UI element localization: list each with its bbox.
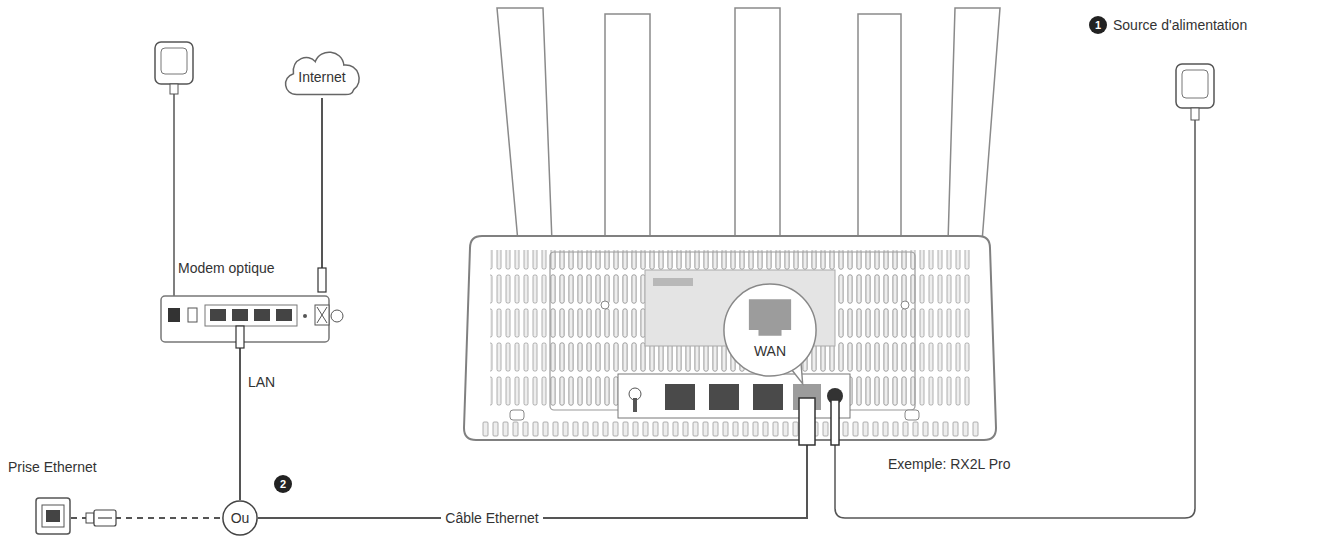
lan-port xyxy=(709,384,739,410)
lan-port xyxy=(753,384,783,410)
plug-tip xyxy=(86,513,94,523)
ethernet-cable xyxy=(321,98,323,290)
antenna xyxy=(605,14,650,242)
socket-inner xyxy=(42,505,64,527)
node-label: Exemple: RX2L Pro xyxy=(888,456,1010,473)
node-label: WAN xyxy=(754,343,786,360)
lan-port xyxy=(276,309,292,321)
foot xyxy=(510,410,524,420)
socket-plug xyxy=(86,510,116,526)
foot xyxy=(905,410,919,420)
modem-body xyxy=(161,296,329,342)
lan-port-frame xyxy=(205,305,297,326)
cable-label: Câble Ethernet xyxy=(441,510,542,527)
plug-latch xyxy=(98,517,112,518)
callout-number: 2 xyxy=(280,478,286,491)
fibre-port xyxy=(315,305,329,325)
fibre-port-cross xyxy=(317,307,327,323)
bubble-outline xyxy=(724,284,816,376)
lan-plug xyxy=(236,326,244,348)
node-label: Internet xyxy=(298,69,345,86)
cloud-outline xyxy=(286,52,360,94)
node-label: Modem optique xyxy=(178,260,275,277)
cable-label: LAN xyxy=(244,374,279,391)
antenna xyxy=(735,8,780,242)
screw xyxy=(601,301,609,309)
screw xyxy=(901,301,909,309)
ethernet-cable xyxy=(239,348,241,500)
router-body xyxy=(464,236,996,440)
wan-bubble-shape xyxy=(722,282,818,378)
wan-bubble: WAN xyxy=(722,282,818,378)
socket-port xyxy=(46,510,60,522)
node-label: Prise Ethernet xyxy=(8,459,97,476)
socket-plate xyxy=(36,498,70,534)
socket-drawing xyxy=(35,497,71,535)
antenna xyxy=(858,14,901,242)
status-dot xyxy=(303,314,307,318)
modem-drawing xyxy=(160,290,330,348)
ethernet-cable xyxy=(258,445,807,518)
power-port xyxy=(168,308,180,322)
bottom-vents xyxy=(480,418,980,438)
plug-body xyxy=(94,510,116,526)
phone-port xyxy=(188,308,197,322)
lan-port xyxy=(254,309,270,321)
brand-mark xyxy=(653,278,693,286)
callout-number: 1 xyxy=(1095,19,1101,32)
callout-badge xyxy=(274,475,292,493)
antenna xyxy=(948,8,1000,242)
modem-device: Modem optique xyxy=(160,290,330,348)
rear-panel xyxy=(550,252,915,410)
ethernet-plug xyxy=(799,398,815,445)
power-cord xyxy=(173,94,175,300)
lan-port xyxy=(210,309,226,321)
power-source-label: Source d'alimentation xyxy=(1113,17,1247,34)
or-circle-outline xyxy=(223,501,257,535)
node-label: Ou xyxy=(231,510,250,527)
adapter-strain xyxy=(170,84,178,94)
reset-stem xyxy=(633,398,637,412)
antennas xyxy=(497,8,1000,242)
modem-knob xyxy=(331,310,343,322)
cloud-node: Internet xyxy=(280,46,364,98)
callout-badge xyxy=(1089,16,1107,34)
rear-vents xyxy=(490,250,970,410)
adapter-strain xyxy=(1191,108,1199,120)
power-plug xyxy=(831,400,839,445)
ethernet-socket: Prise Ethernet xyxy=(35,497,71,535)
or-circle: Ou xyxy=(222,500,258,536)
lan-port xyxy=(665,384,695,410)
adapter-body xyxy=(155,42,193,84)
router-device: Exemple: RX2L Pro WAN xyxy=(450,0,1010,445)
wan-port-icon xyxy=(749,299,791,335)
router-drawing xyxy=(450,0,1010,445)
antenna xyxy=(497,8,552,242)
fibre-plug xyxy=(318,268,326,292)
lan-port xyxy=(232,309,248,321)
adapter-body xyxy=(1176,64,1214,108)
adapter-face xyxy=(161,48,187,74)
adapter-face xyxy=(1182,70,1208,98)
